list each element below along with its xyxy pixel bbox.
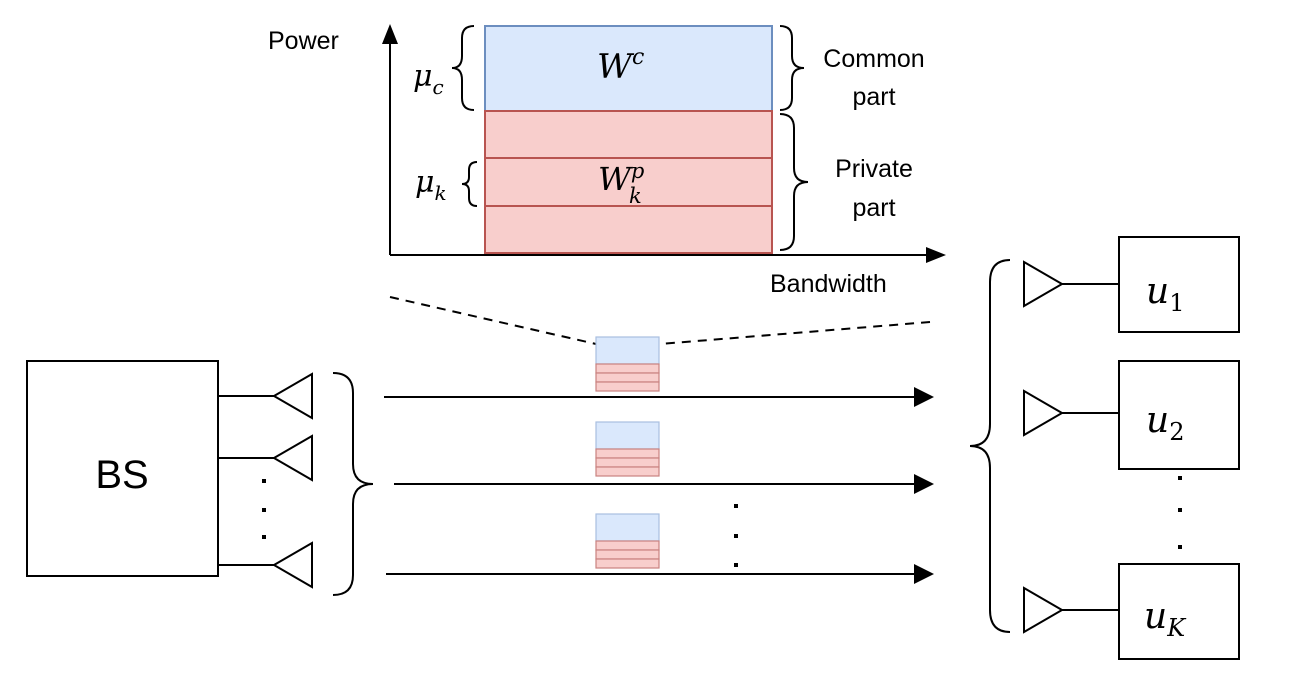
mu-k-base: μ [415, 165, 435, 200]
x-axis-arrowhead [926, 247, 946, 263]
zoom-line-right [659, 321, 931, 345]
mini-private-2b [595, 457, 660, 468]
common-part-block [484, 25, 773, 112]
transmission-arrows [384, 387, 934, 584]
mu-c-base: μ [413, 59, 433, 94]
user-label-1-sub: 1 [1169, 289, 1184, 317]
user-label-1-base: u [1146, 271, 1169, 312]
users: u1 u2 uK [969, 236, 1240, 660]
base-station: BS [26, 360, 374, 596]
common-part-line2: part [852, 83, 895, 111]
private-part-line2: part [852, 194, 895, 222]
user-antenna-1 [1023, 260, 1064, 308]
mini-private-1b [595, 372, 660, 383]
common-symbol-base: W [597, 47, 635, 87]
y-axis-arrowhead [382, 24, 398, 44]
mini-private-3b [595, 549, 660, 560]
user-label-3-sub: K [1166, 614, 1187, 642]
mini-common-2 [595, 421, 660, 450]
base-station-box [26, 360, 219, 577]
x-axis-label: Bandwidth [770, 270, 887, 298]
mu-k-label: μk [415, 165, 447, 205]
user-box-3 [1118, 563, 1240, 660]
user-label-2: u2 [1146, 400, 1184, 446]
users-brace [969, 259, 1011, 633]
user-box-2 [1118, 360, 1240, 470]
base-station-label: BS [95, 453, 148, 497]
bs-antenna-1 [272, 372, 313, 420]
private-block-2 [484, 157, 773, 207]
common-part-brace [779, 25, 805, 111]
user-label-1: u1 [1146, 271, 1184, 317]
bs-antenna-ellipsis [262, 479, 266, 539]
zoom-line-left [389, 296, 597, 345]
bs-antenna-2 [272, 434, 313, 482]
private-symbol-base: W [598, 160, 634, 198]
common-symbol-sup: c [632, 45, 644, 70]
stream-ellipsis [734, 504, 738, 567]
private-symbol-sub: k [629, 184, 642, 208]
mini-common-1 [595, 336, 660, 365]
mini-private-1a [595, 363, 660, 374]
mu-k-sub: k [435, 181, 447, 205]
user-label-3-base: u [1144, 596, 1167, 637]
private-block-1 [484, 110, 773, 159]
mini-private-3a [595, 540, 660, 551]
mini-common-3 [595, 513, 660, 542]
mu-c-sub: c [433, 75, 444, 99]
bs-antenna-3 [272, 541, 313, 589]
common-symbol: Wc [597, 45, 644, 87]
user-ellipsis [1178, 476, 1182, 549]
mini-stack-2 [595, 421, 660, 477]
common-part-line1: Common [823, 45, 924, 73]
mini-stack-3 [595, 513, 660, 569]
bs-antenna-brace [332, 372, 374, 596]
mini-private-1c [595, 381, 660, 392]
user-antenna-3 [1023, 586, 1064, 634]
mu-k-brace [461, 161, 478, 207]
private-block-3 [484, 205, 773, 254]
mini-stack-1 [595, 336, 660, 392]
user-label-3: uK [1144, 596, 1187, 642]
mu-c-brace [451, 25, 475, 111]
user-label-2-sub: 2 [1169, 418, 1184, 446]
mini-private-3c [595, 558, 660, 569]
private-part-brace [779, 113, 809, 251]
user-label-2-base: u [1146, 400, 1169, 441]
private-part-line1: Private [835, 155, 913, 183]
user-box-1 [1118, 236, 1240, 333]
mini-private-2a [595, 448, 660, 459]
mu-c-label: μc [413, 59, 444, 99]
private-symbol-sup: p [631, 159, 644, 183]
y-axis-label: Power [268, 27, 339, 55]
mini-private-2c [595, 466, 660, 477]
user-antenna-2 [1023, 389, 1064, 437]
